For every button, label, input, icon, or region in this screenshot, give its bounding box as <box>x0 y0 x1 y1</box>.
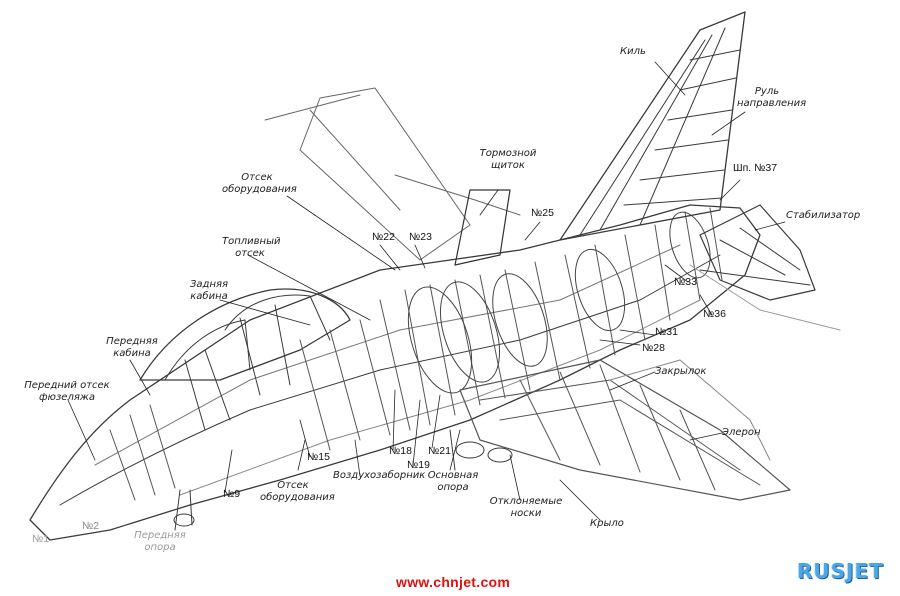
label-main-gear: Основная опора <box>427 470 479 493</box>
label-frame-9: №9 <box>223 488 241 500</box>
landing-gear <box>173 429 513 531</box>
label-frame-18: №18 <box>389 445 412 457</box>
label-equipment-bay-bottom: Отсек оборудования <box>260 480 335 503</box>
label-airbrake: Тормозной щиток <box>479 148 537 171</box>
horizontal-stabilizer <box>689 204 841 331</box>
label-fuel-tank: Топливный отсек <box>222 236 281 259</box>
label-frame-21: №21 <box>428 445 451 457</box>
label-aileron: Элерон <box>722 427 761 438</box>
label-stabilizer: Стабилизатор <box>786 210 861 221</box>
label-equipment-bay-top: Отсек оборудования <box>222 172 297 195</box>
label-frame-2: №2 <box>82 520 100 532</box>
label-frame-37: Шп. №37 <box>733 162 778 174</box>
label-flap: Закрылок <box>655 366 707 377</box>
watermark-url: www.chnjet.com <box>396 574 511 590</box>
vertical-fin <box>559 11 746 241</box>
engine-section <box>407 211 711 394</box>
label-fin: Киль <box>620 46 646 57</box>
leader-lines <box>67 61 786 521</box>
label-frame-19: №19 <box>407 459 430 471</box>
label-slats: Отклоняемые носки <box>489 496 563 519</box>
label-rudder: Руль направления <box>737 86 807 109</box>
label-wing: Крыло <box>590 518 624 529</box>
label-air-intake: Воздухозаборник <box>333 470 426 481</box>
label-frame-28: №28 <box>642 342 665 354</box>
label-frame-31: №31 <box>655 326 678 338</box>
label-frame-1: №1 <box>32 533 50 545</box>
label-frame-25: №25 <box>531 207 554 219</box>
rusjet-logo: RUSJET <box>797 559 884 583</box>
fuselage-frames <box>109 207 723 501</box>
label-frame-36: №36 <box>703 308 726 320</box>
label-frame-22: №22 <box>372 231 395 243</box>
label-frame-23: №23 <box>409 231 432 243</box>
left-wing <box>264 87 521 266</box>
fuselage-outline <box>29 204 761 541</box>
label-frame-15: №15 <box>307 451 330 463</box>
label-frame-33: №33 <box>674 276 697 288</box>
label-nose-gear: Передняя опора <box>134 530 186 553</box>
canopy <box>139 288 351 431</box>
label-forward-fuselage: Передний отсек фюзеляжа <box>24 380 110 403</box>
right-wing <box>459 359 791 501</box>
label-rear-cockpit: Задняя кабина <box>189 279 229 302</box>
label-front-cockpit: Передняя кабина <box>106 336 158 359</box>
